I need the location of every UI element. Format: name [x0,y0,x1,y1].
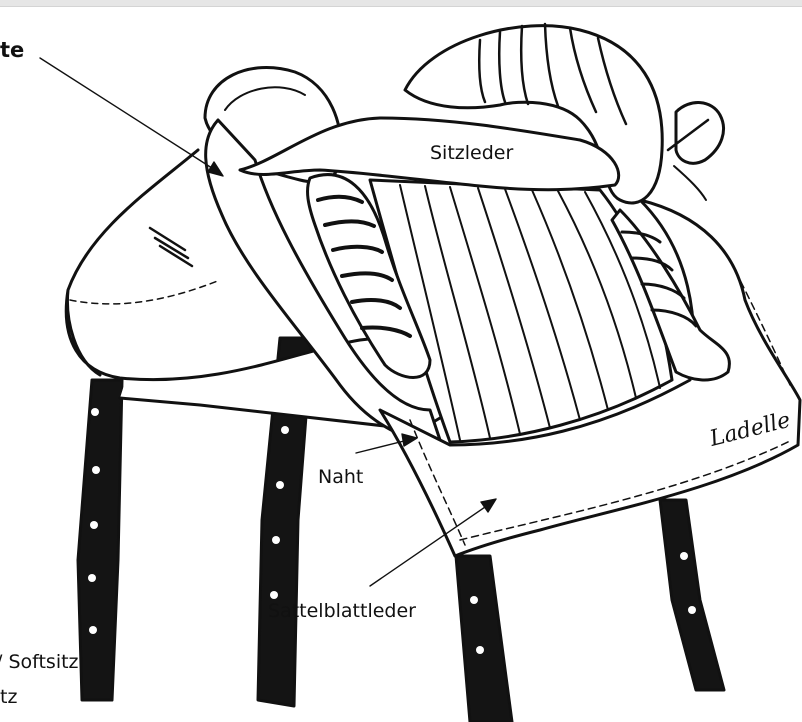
label-edge-bottom-2: tz [0,686,17,708]
label-seat-leather: Sitzleder [430,142,513,164]
label-seam: Naht [318,466,363,488]
dee-ring [676,103,724,164]
label-edge-bottom-1: / Softsitz [0,651,79,673]
stirrup-strap-left [78,380,122,700]
label-flap-leather: Sattelblattleder [268,600,416,622]
label-edge-top: te [0,38,24,62]
arrow-edge [40,58,215,170]
